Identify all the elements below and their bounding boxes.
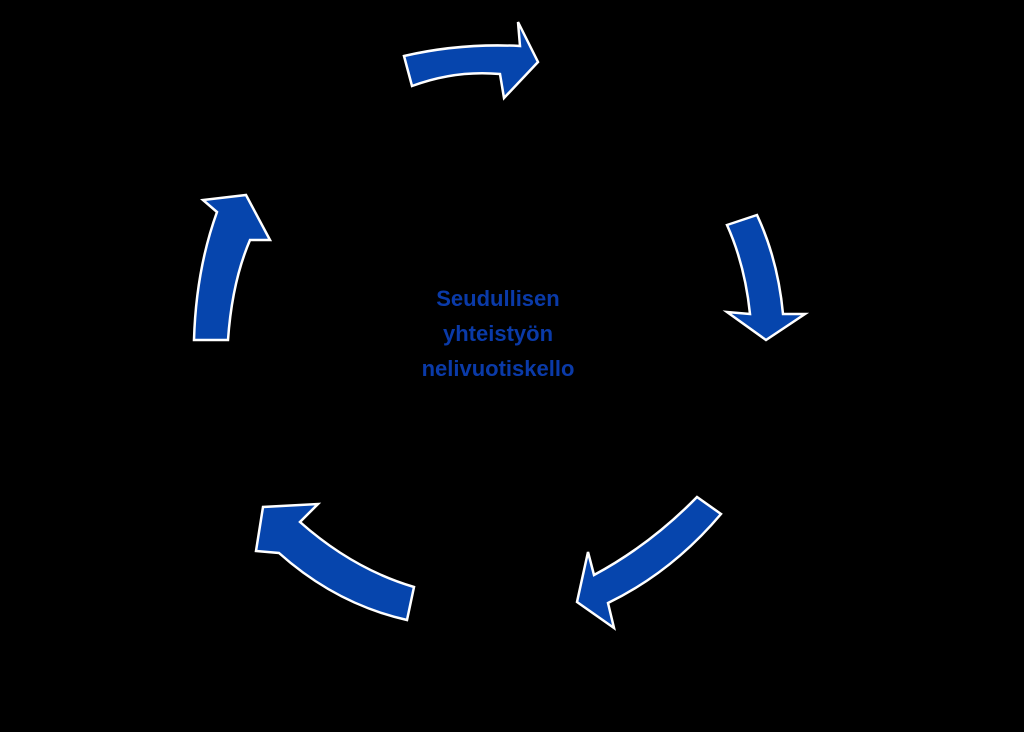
center-label-line-2: yhteistyön: [442, 321, 554, 346]
cycle-arrow-left: [192, 193, 273, 342]
cycle-arrow-right: [722, 213, 810, 342]
cycle-arrow-bottom-left: [254, 502, 416, 622]
cycle-arrow-bottom-right: [575, 495, 723, 631]
cycle-arrow-top: [402, 21, 540, 101]
center-label-line-3: nelivuotiskello: [421, 356, 575, 381]
center-label: Seudullisen yhteistyön nelivuotiskello: [372, 281, 624, 386]
center-label-line-1: Seudullisen: [436, 286, 560, 311]
